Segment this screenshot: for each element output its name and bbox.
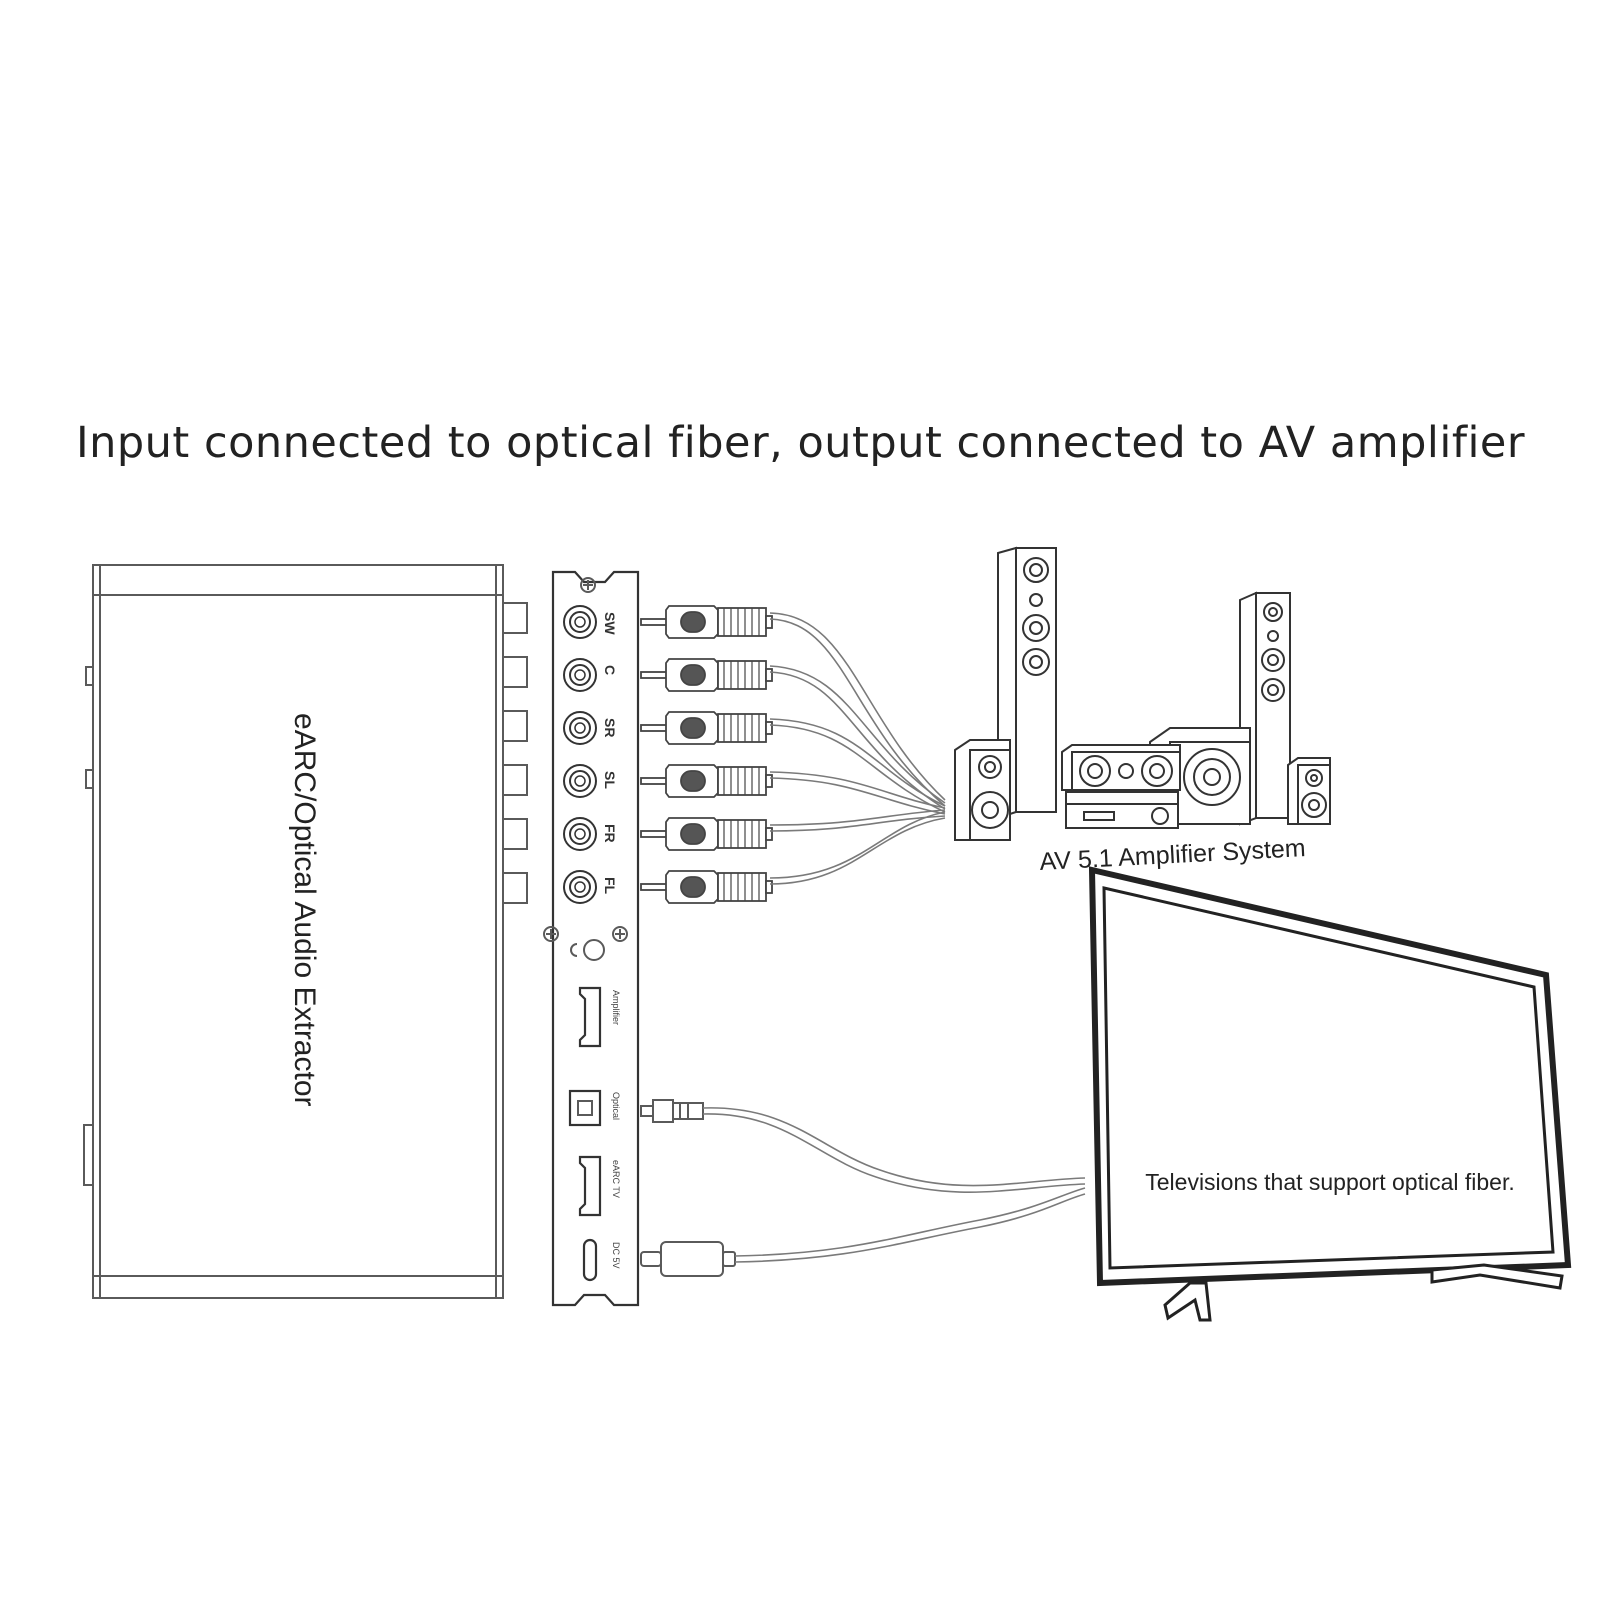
rca-plug-icon xyxy=(640,764,773,798)
port-earc-label: eARC TV xyxy=(611,1160,621,1198)
headphone-icon xyxy=(570,939,605,961)
usb-c-plug-icon xyxy=(640,1241,736,1277)
rca-port xyxy=(563,605,597,639)
optical-cable xyxy=(702,1107,1086,1193)
rca-ports: SW C SR SL FR FL xyxy=(563,605,773,904)
power-cable xyxy=(734,1187,1086,1263)
headline: Input connected to optical fiber, output… xyxy=(75,418,1526,468)
rca-port-label: C xyxy=(602,665,618,675)
rca-port-label: SL xyxy=(602,771,618,789)
rca-port xyxy=(563,817,597,851)
television-icon xyxy=(1088,866,1572,1322)
rca-port xyxy=(563,870,597,904)
rca-plug-icon xyxy=(640,605,773,639)
amplifier-caption: AV 5.1 Amplifier System xyxy=(1039,834,1306,876)
rca-plug-icon xyxy=(640,658,773,692)
rca-port xyxy=(563,764,597,798)
rca-port xyxy=(563,711,597,745)
hdmi-port-icon xyxy=(578,1155,602,1217)
optical-port xyxy=(568,1089,602,1127)
screw-icon xyxy=(612,926,628,942)
port-amplifier-label: Amplifier xyxy=(611,990,621,1025)
rca-cables xyxy=(769,612,946,885)
rca-port-label: FL xyxy=(602,877,618,895)
extractor-box: eARC/Optical Audio Extractor xyxy=(83,564,528,1299)
screw-icon xyxy=(543,926,559,942)
rca-port-label: SW xyxy=(602,612,618,635)
dc-port xyxy=(582,1238,598,1282)
back-panel: Amplifier Optical eARC TV DC 5V xyxy=(543,570,640,1307)
rca-plug-icon xyxy=(640,711,773,745)
rca-port-label: SR xyxy=(602,718,618,737)
rca-plug-icon xyxy=(640,817,773,851)
hdmi-port-icon xyxy=(578,986,602,1048)
device-name: eARC/Optical Audio Extractor xyxy=(288,713,321,1107)
rca-plug-icon xyxy=(640,870,773,904)
screw-icon xyxy=(580,577,596,593)
rca-port-label: FR xyxy=(602,824,618,843)
tv-caption: Televisions that support optical fiber. xyxy=(1145,1169,1514,1195)
speaker-system-icon xyxy=(954,546,1331,841)
port-optical-label: Optical xyxy=(611,1092,621,1120)
rca-port xyxy=(563,658,597,692)
port-dc-label: DC 5V xyxy=(611,1242,621,1269)
toslink-plug-icon xyxy=(640,1099,704,1123)
